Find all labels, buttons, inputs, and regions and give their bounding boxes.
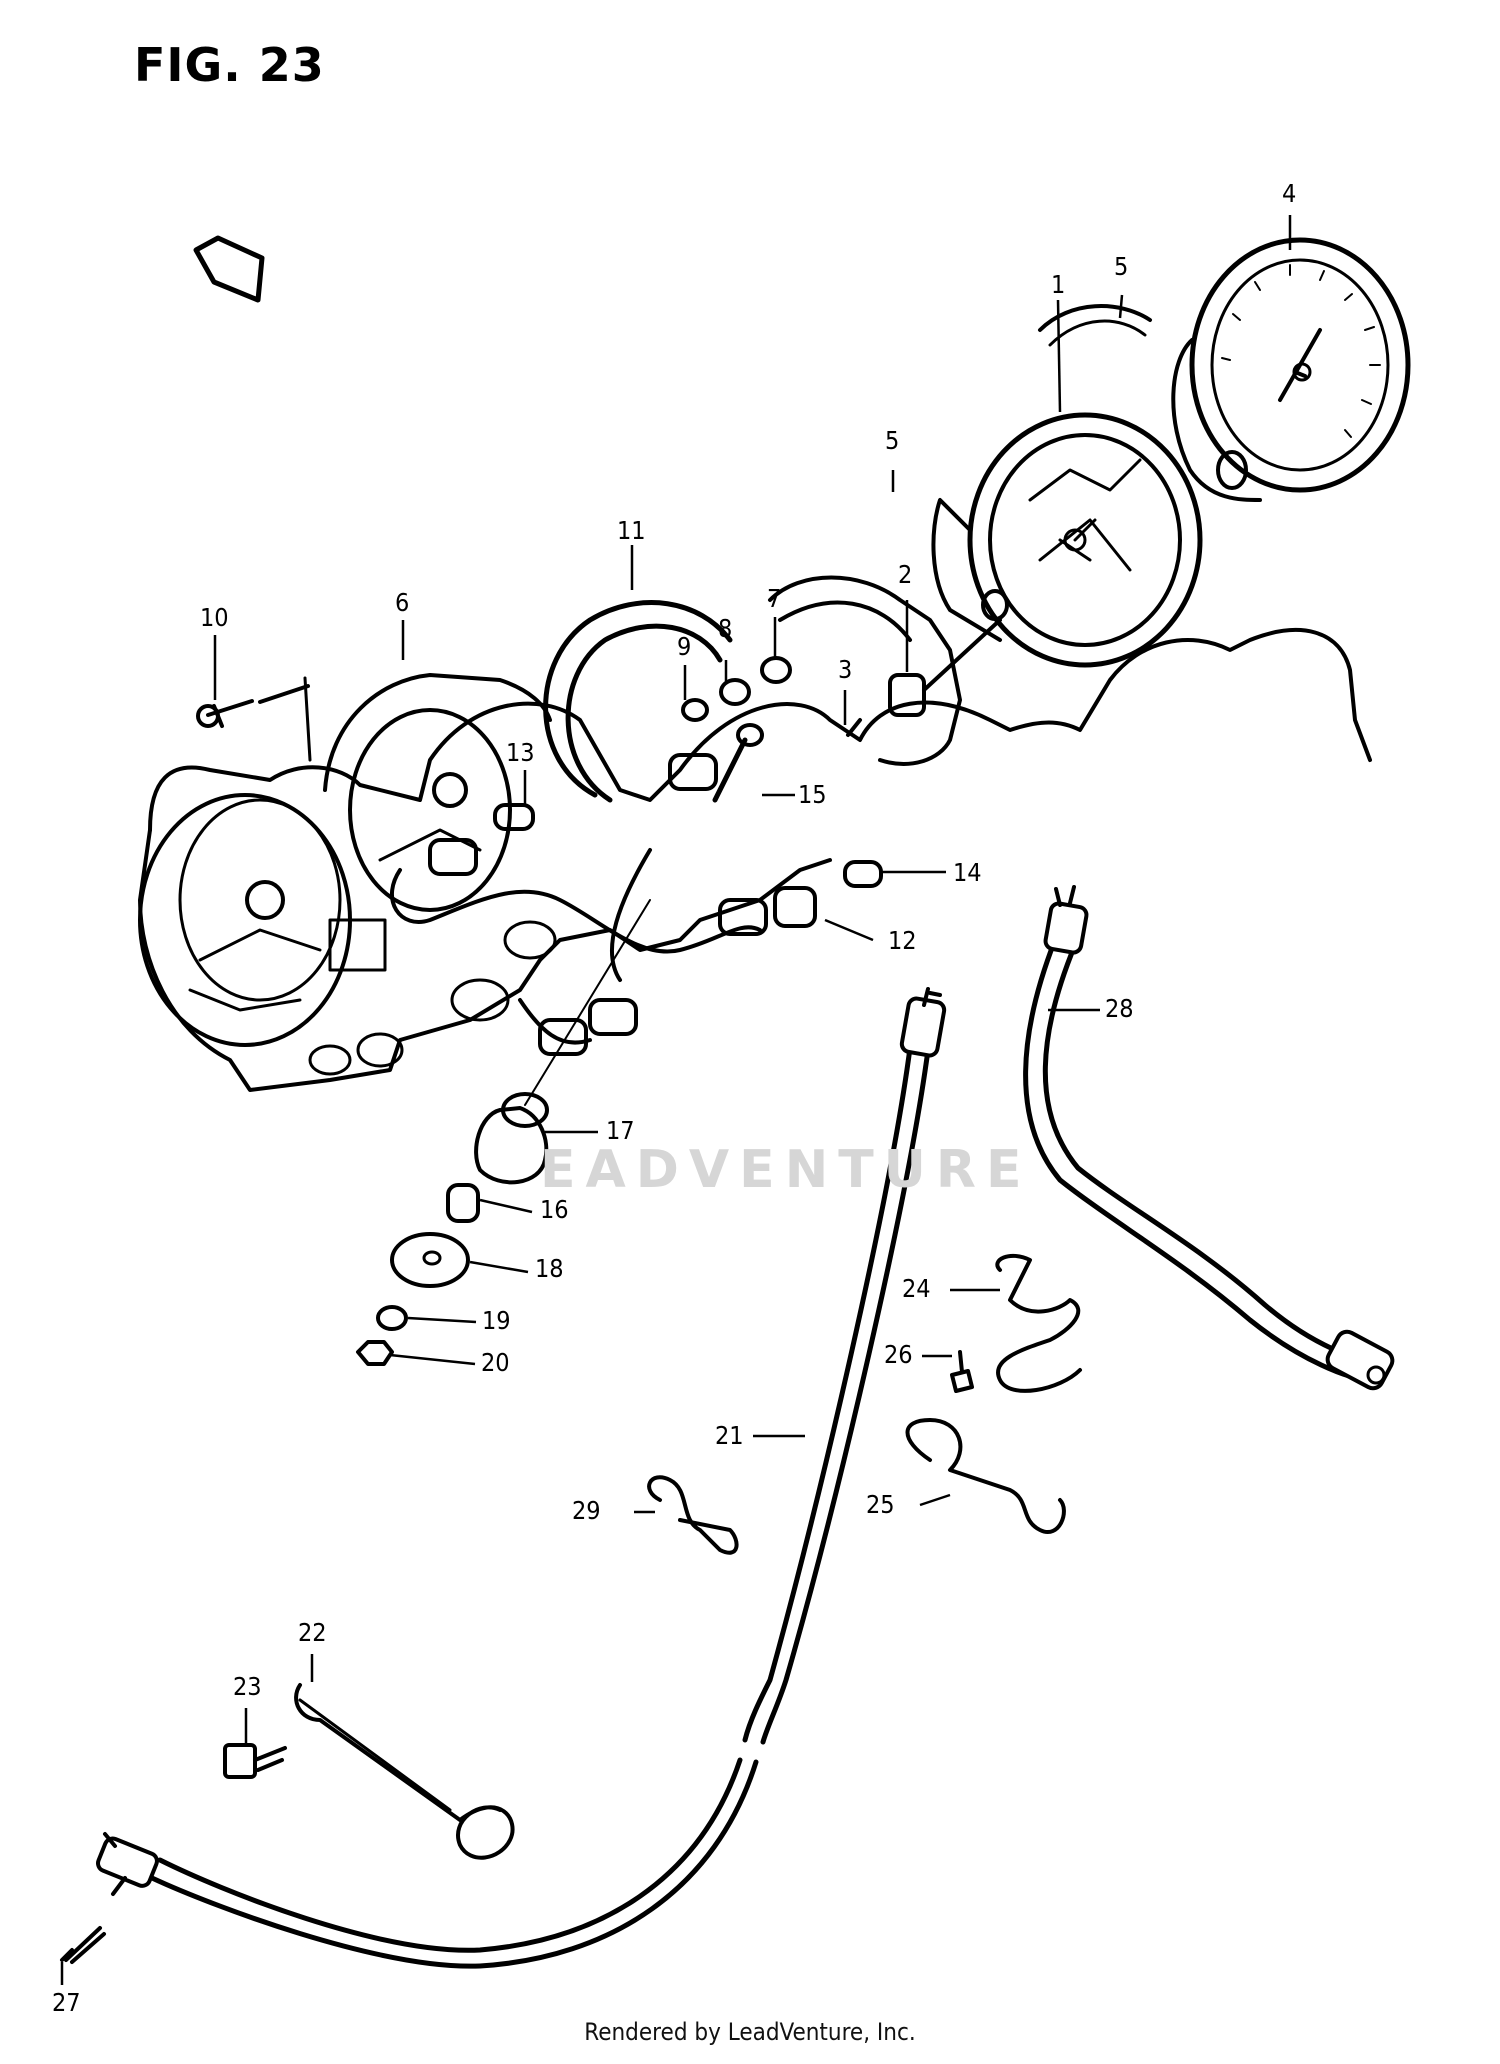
collar-16 (446, 1183, 480, 1223)
screw-3 (846, 718, 862, 737)
gauge-ring-11 (543, 600, 733, 803)
screw-15 (712, 723, 764, 803)
gauge-ring-5-center (768, 575, 962, 766)
screw-10 (196, 676, 312, 762)
callout-25[interactable]: 25 (866, 1490, 895, 1519)
bulb-13 (493, 803, 535, 831)
washer-19 (376, 1305, 408, 1331)
meter-gauge-4 (1171, 237, 1411, 502)
callout-23[interactable]: 23 (233, 1672, 262, 1701)
leader-lines (60, 215, 1292, 1985)
footer-credit: Rendered by LeadVenture, Inc. (584, 2018, 916, 2046)
washer-18 (390, 1232, 470, 1288)
meter-gauge-1 (931, 412, 1203, 668)
washer-8 (719, 678, 751, 706)
nut-20 (356, 1340, 394, 1366)
callout-20[interactable]: 20 (481, 1348, 510, 1377)
callout-27[interactable]: 27 (52, 1988, 81, 2017)
callout-14[interactable]: 14 (953, 858, 982, 887)
watermark: EADVENTURE (540, 1140, 1032, 1200)
gauge-ring-5-rear (1038, 304, 1152, 347)
callout-9[interactable]: 9 (677, 632, 692, 661)
callout-6[interactable]: 6 (395, 588, 410, 617)
callout-15[interactable]: 15 (798, 780, 827, 809)
bolt-23 (223, 1743, 287, 1779)
clip-24 (995, 1253, 1082, 1393)
callout-24[interactable]: 24 (902, 1274, 931, 1303)
callout-5-center[interactable]: 5 (885, 426, 900, 455)
nut-7 (760, 656, 792, 684)
callout-7[interactable]: 7 (767, 584, 782, 613)
callout-1[interactable]: 1 (1051, 270, 1066, 299)
callout-2[interactable]: 2 (898, 560, 913, 589)
assembly-guide-line (524, 899, 651, 1106)
cable-28 (1023, 885, 1395, 1391)
screw-27 (60, 1926, 106, 1964)
trip-knob-2 (888, 618, 1002, 717)
cable-21 (96, 987, 947, 1969)
callout-5-rear[interactable]: 5 (1114, 252, 1129, 281)
callout-28[interactable]: 28 (1105, 994, 1134, 1023)
meter-case-assembly (138, 628, 1372, 1092)
bulb-socket-12 (773, 886, 817, 928)
callout-17[interactable]: 17 (606, 1116, 635, 1145)
callout-13[interactable]: 13 (506, 738, 535, 767)
callout-26[interactable]: 26 (884, 1340, 913, 1369)
callout-16[interactable]: 16 (540, 1195, 569, 1224)
callout-11[interactable]: 11 (617, 516, 646, 545)
callout-12[interactable]: 12 (888, 926, 917, 955)
callout-18[interactable]: 18 (535, 1254, 564, 1283)
callout-19[interactable]: 19 (482, 1306, 511, 1335)
grommet-17 (474, 1092, 549, 1185)
clip-29 (647, 1475, 739, 1555)
forward-arrow-icon (193, 235, 265, 303)
callout-22[interactable]: 22 (298, 1618, 327, 1647)
callout-3[interactable]: 3 (838, 655, 853, 684)
nut-9 (681, 698, 709, 722)
callout-21[interactable]: 21 (715, 1421, 744, 1450)
callout-10[interactable]: 10 (200, 603, 229, 632)
gauge-ring-6 (323, 673, 552, 792)
callout-4[interactable]: 4 (1282, 179, 1297, 208)
callout-29[interactable]: 29 (572, 1496, 601, 1525)
clamp-22 (294, 1683, 515, 1860)
screw-26 (950, 1350, 974, 1393)
bulb-14 (843, 860, 883, 888)
figure-title: FIG. 23 (134, 38, 325, 92)
callout-8[interactable]: 8 (718, 614, 733, 643)
clip-25 (905, 1418, 1066, 1534)
